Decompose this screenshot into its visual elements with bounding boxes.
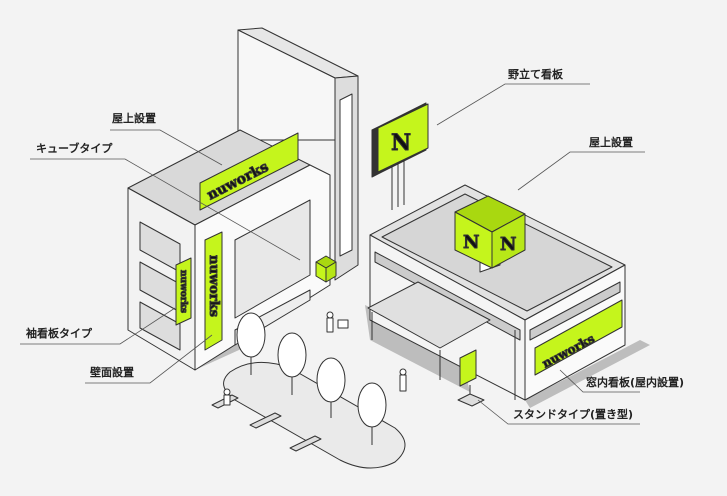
cube-sign-small: [315, 255, 337, 283]
right-building-shadow: [525, 340, 650, 408]
projecting-sign: nuworks: [175, 257, 192, 326]
billboard: N: [371, 102, 429, 210]
label-projecting-sign: 袖看板タイプ: [26, 327, 92, 340]
tall-tower: [237, 27, 359, 281]
left-building: [127, 129, 331, 371]
label-window-sign: 窓内看板(屋内設置): [586, 376, 685, 389]
monogram-cube-right: N: [500, 234, 516, 255]
leader-lines: [20, 83, 645, 425]
label-cube-type: キューブタイプ: [36, 142, 113, 155]
wordmark-projecting: nuworks: [178, 270, 188, 313]
label-wall-mounted: 壁面設置: [90, 366, 134, 379]
pedestrians: [223, 311, 407, 406]
wall-sign: nuworks: [204, 231, 223, 351]
rooftop-cube-sign: N N: [454, 195, 526, 273]
plaza: [211, 312, 406, 469]
label-rooftop-left: 屋上設置: [112, 112, 156, 125]
monogram-cube-left: N: [463, 232, 479, 253]
label-rooftop-right: 屋上設置: [589, 136, 633, 149]
label-billboard: 野立て看板: [508, 68, 563, 81]
canopy: [367, 281, 491, 380]
stand-sign: [457, 330, 516, 407]
wordmark-wall: nuworks: [206, 255, 221, 317]
label-stand-type: スタンドタイプ(置き型): [513, 408, 634, 421]
monogram-billboard: N: [391, 130, 411, 156]
